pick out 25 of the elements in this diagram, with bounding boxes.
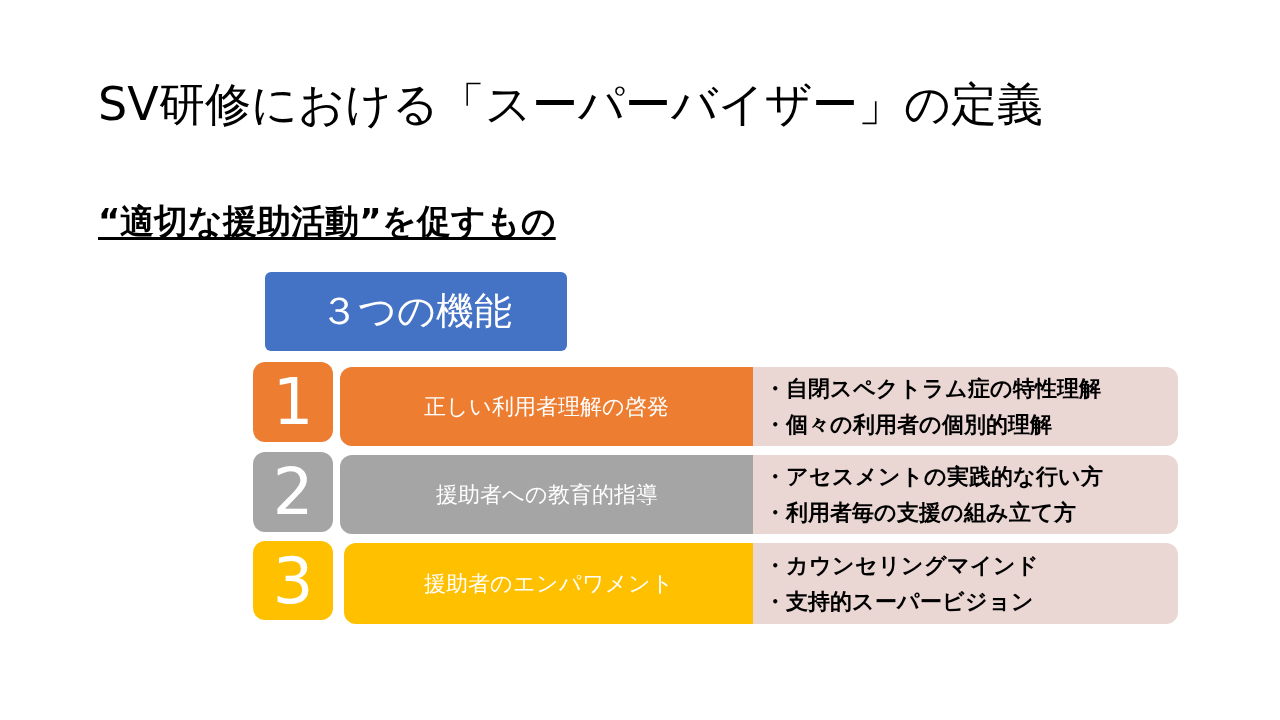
number-badge — [253, 452, 333, 532]
bullet-item: ・カウンセリングマインド — [764, 551, 1039, 580]
bullet-item: ・自閉スペクトラム症の特性理解 — [764, 374, 1101, 403]
box-text: 3 — [272, 542, 314, 620]
box-text: 2 — [272, 454, 314, 531]
function-box — [340, 455, 753, 534]
box-text: 援助者への教育的指導 — [435, 481, 658, 509]
bullet-item: ・支持的スーパービジョン — [764, 587, 1034, 616]
number-badge — [253, 362, 333, 442]
function-box — [344, 543, 753, 624]
subtitle: “適切な援助活動”を促すもの — [98, 200, 556, 243]
box-text: 援助者のエンパワメント — [423, 570, 674, 598]
bullet-item: ・利用者毎の支援の組み立て方 — [764, 498, 1076, 527]
box-text: 1 — [272, 364, 314, 441]
box-text: 正しい利用者理解の啓発 — [424, 393, 669, 421]
bullet-item: ・個々の利用者の個別的理解 — [764, 410, 1052, 439]
function-box — [340, 367, 753, 446]
heading-box — [265, 272, 567, 351]
box-text: ３つの機能 — [320, 288, 512, 335]
bullet-item: ・アセスメントの実践的な行い方 — [764, 462, 1103, 491]
detail-box — [750, 455, 1178, 534]
number-badge — [253, 541, 333, 620]
slide-title: SV研修における「スーパーバイザー」の定義 — [98, 76, 1043, 133]
detail-box — [750, 543, 1178, 624]
detail-box — [750, 367, 1178, 446]
